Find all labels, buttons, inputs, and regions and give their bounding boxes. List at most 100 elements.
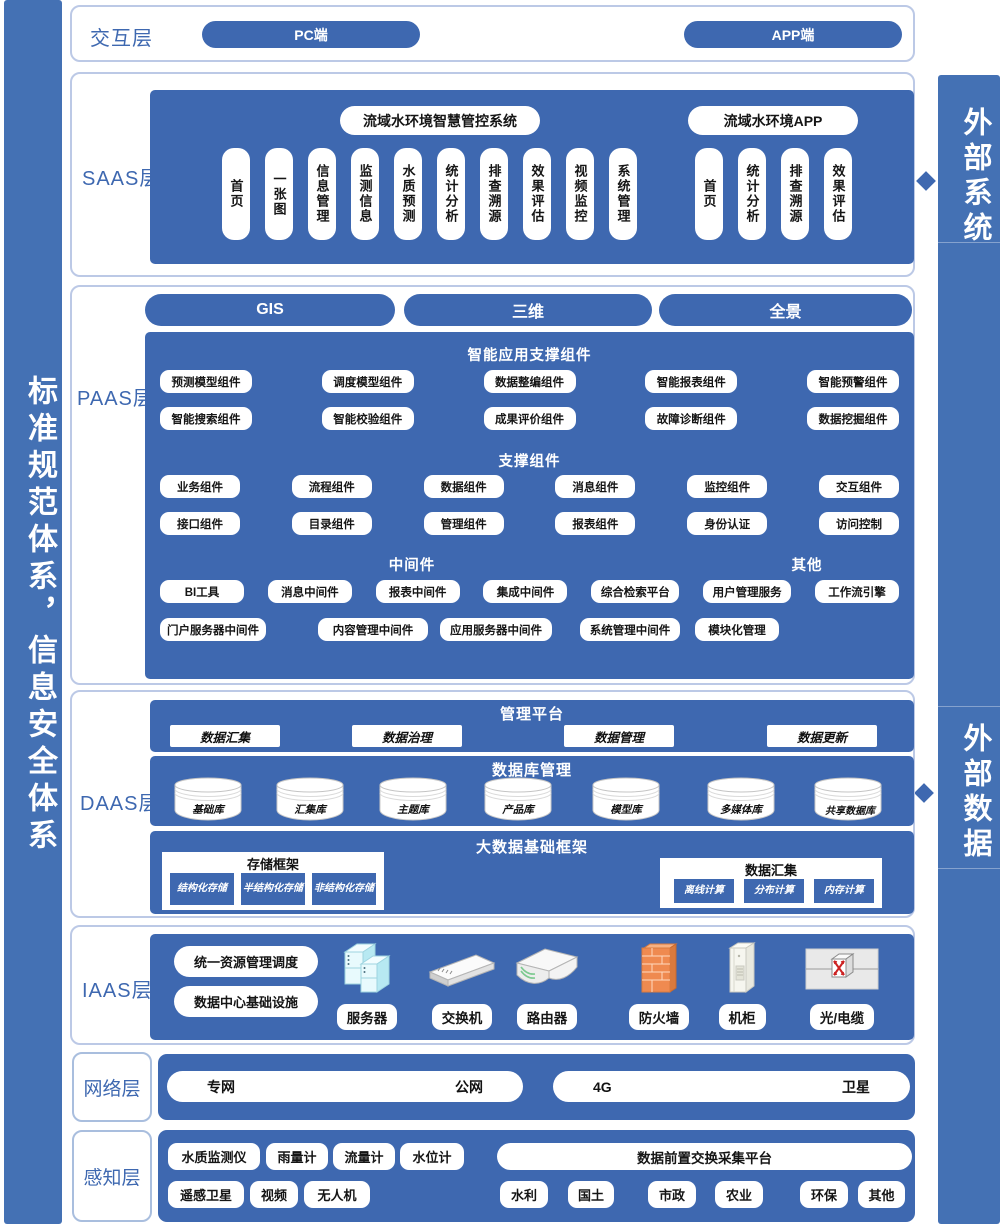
- mgmt-item: 数据治理: [352, 725, 462, 747]
- mgmt-item: 数据管理: [564, 725, 674, 747]
- component-pill: 监控组件: [687, 475, 768, 498]
- database-mgmt-panel: 数据库管理 基础库 汇集库 主题库 产品库 模型库: [150, 756, 914, 826]
- paas-layer-label: PAAS层: [77, 388, 154, 410]
- pc-modules-group: 首页 一张图 信息管理 监测信息 水质预测 统计分析 排查溯源 效果评估 视频监…: [222, 148, 637, 240]
- storage-framework-box: 存储框架 结构化存储 半结构化存储 非结构化存储: [162, 852, 384, 910]
- mgmt-platform-panel: 管理平台 数据汇集 数据治理 数据管理 数据更新: [150, 700, 914, 752]
- storage-item: 半结构化存储: [241, 873, 305, 905]
- pc-system-title: 流域水环境智慧管控系统: [340, 106, 540, 135]
- device-label: 交换机: [431, 1004, 493, 1030]
- module-button: 视频监控: [566, 148, 594, 240]
- network-panel: 专网 公网 4G 卫星: [158, 1054, 915, 1120]
- middleware-title: 中间件: [388, 558, 436, 574]
- paas-layer-card: PAAS层 GIS 三维 全景 智能应用支撑组件 预测模型组件 调度模型组件 数…: [70, 285, 915, 685]
- app-modules-group: 首页 统计分析 排查溯源 效果评估: [695, 148, 852, 240]
- router-icon: [511, 938, 583, 1000]
- component-pill: 门户服务器中间件: [160, 618, 266, 641]
- network-pill-4g-satellite: 4G 卫星: [553, 1071, 910, 1102]
- cylinder-icon: [707, 777, 775, 821]
- source-pill: 国土: [568, 1181, 614, 1208]
- component-pill: 智能校验组件: [321, 407, 414, 430]
- cylinder-label: 多媒体库: [720, 804, 762, 816]
- module-button: 信息管理: [308, 148, 336, 240]
- cylinder-label: 模型库: [610, 804, 642, 816]
- cabinet-icon: [720, 938, 764, 1000]
- support-row1: 业务组件 流程组件 数据组件 消息组件 监控组件 交互组件: [160, 475, 899, 498]
- saas-layer-card: SAAS层 流域水环境智慧管控系统 流域水环境APP 首页 一张图 信息管理 监…: [70, 72, 915, 277]
- device-label: 路由器: [516, 1004, 578, 1030]
- component-pill: 成果评价组件: [483, 407, 576, 430]
- satellite-label: 卫星: [842, 1078, 870, 1095]
- module-button: 首页: [222, 148, 250, 240]
- 4g-label: 4G: [593, 1078, 612, 1095]
- connector-arrow-top-icon: [916, 171, 936, 191]
- compute-item: 内存计算: [814, 879, 874, 903]
- mgmt-item: 数据更新: [767, 725, 877, 747]
- cylinder-icon: [174, 777, 242, 821]
- source-pill: 水利: [500, 1181, 548, 1208]
- database-cylinder: 主题库: [377, 776, 449, 822]
- left-bar-text: 标准规范体系，信息安全体系: [23, 375, 56, 856]
- bar-divider: [938, 868, 1000, 869]
- module-button: 效果评估: [523, 148, 551, 240]
- cylinder-label: 主题库: [397, 804, 429, 816]
- cylinder-icon: [276, 777, 344, 821]
- component-pill: 报表组件: [555, 512, 636, 535]
- component-pill: 访问控制: [818, 512, 899, 535]
- component-pill: 目录组件: [291, 512, 372, 535]
- database-cylinder: 共享数据库: [812, 776, 888, 822]
- component-pill: 内容管理中间件: [318, 618, 428, 641]
- resource-scheduling-pill: 统一资源管理调度: [174, 946, 318, 977]
- component-pill: 集成中间件: [483, 580, 568, 603]
- data-collect-box: 数据汇集 离线计算 分布计算 内存计算: [660, 858, 882, 908]
- storage-item: 结构化存储: [170, 873, 234, 905]
- device-cabinet: 机柜: [700, 938, 784, 1030]
- panorama-view-pill: 全景: [659, 294, 912, 326]
- component-pill: 消息中间件: [267, 580, 352, 603]
- cylinder-label: 产品库: [502, 804, 534, 816]
- source-pill: 其他: [858, 1181, 905, 1208]
- sensor-pill: 流量计: [333, 1143, 395, 1170]
- iaas-panel: 统一资源管理调度 数据中心基础设施 服务器 交换机 路由器: [150, 934, 914, 1040]
- component-pill: 消息组件: [555, 475, 636, 498]
- component-pill: 系统管理中间件: [580, 618, 680, 641]
- sensor-pill: 水位计: [400, 1143, 464, 1170]
- optical-cable-icon: [805, 938, 879, 1000]
- left-standards-bar: 标准规范体系，信息安全体系: [4, 0, 62, 1224]
- source-pill: 农业: [715, 1181, 763, 1208]
- cylinder-label: 共享数据库: [825, 806, 875, 817]
- cylinder-icon: [484, 777, 552, 821]
- database-cylinder: 汇集库: [274, 776, 346, 822]
- source-pill: 市政: [648, 1181, 696, 1208]
- component-pill: 管理组件: [423, 512, 504, 535]
- external-systems-label: 外部系统: [959, 107, 991, 247]
- public-network-label: 公网: [455, 1078, 483, 1095]
- sensing-panel: 水质监测仪 雨量计 流量计 水位计 数据前置交换采集平台 遥感卫星 视频 无人机…: [158, 1130, 915, 1222]
- smart-row2: 智能搜索组件 智能校验组件 成果评价组件 故障诊断组件 数据挖掘组件: [160, 407, 899, 430]
- storage-framework-title: 存储框架: [246, 857, 299, 872]
- network-pill-private-public: 专网 公网: [167, 1071, 523, 1102]
- cylinder-label: 汇集库: [294, 804, 326, 816]
- component-pill: 报表中间件: [375, 580, 460, 603]
- external-data-label: 外部数据: [959, 723, 991, 863]
- component-pill: 预测模型组件: [160, 370, 252, 393]
- component-pill: 数据组件: [423, 475, 504, 498]
- component-pill: 接口组件: [160, 512, 240, 535]
- daas-layer-card: DAAS层 管理平台 数据汇集 数据治理 数据管理 数据更新 数据库管理 基础库…: [70, 690, 915, 918]
- database-cylinder: 基础库: [172, 776, 244, 822]
- sensing-layer-label: 感知层: [72, 1130, 152, 1222]
- component-pill: 数据整编组件: [483, 370, 576, 393]
- saas-panel: 流域水环境智慧管控系统 流域水环境APP 首页 一张图 信息管理 监测信息 水质…: [150, 90, 914, 264]
- device-server: 服务器: [325, 938, 409, 1030]
- compute-item: 分布计算: [744, 879, 804, 903]
- 3d-view-pill: 三维: [404, 294, 652, 326]
- bar-divider: [938, 242, 1000, 243]
- storage-item: 非结构化存储: [312, 873, 376, 905]
- support-row2: 接口组件 目录组件 管理组件 报表组件 身份认证 访问控制: [160, 512, 899, 535]
- cylinder-icon: [592, 777, 660, 821]
- datacenter-infra-pill: 数据中心基础设施: [174, 986, 318, 1017]
- smart-row1: 预测模型组件 调度模型组件 数据整编组件 智能报表组件 智能预警组件: [160, 370, 899, 393]
- module-button: 水质预测: [394, 148, 422, 240]
- component-pill: 工作流引擎: [814, 580, 899, 603]
